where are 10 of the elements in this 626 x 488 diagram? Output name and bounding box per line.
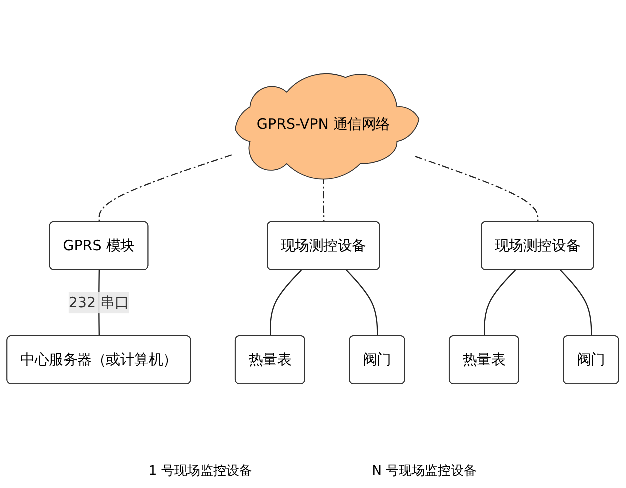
connector [560, 270, 592, 336]
connector [484, 270, 516, 336]
connector [415, 156, 539, 222]
group-caption: N 号现场监控设备 [372, 463, 478, 480]
connector [270, 270, 302, 336]
edge-label: 232 串口 [68, 294, 130, 311]
group-caption: 1 号现场监控设备 [148, 463, 252, 480]
connector [346, 270, 378, 336]
connector [98, 154, 232, 222]
connector [323, 177, 325, 222]
